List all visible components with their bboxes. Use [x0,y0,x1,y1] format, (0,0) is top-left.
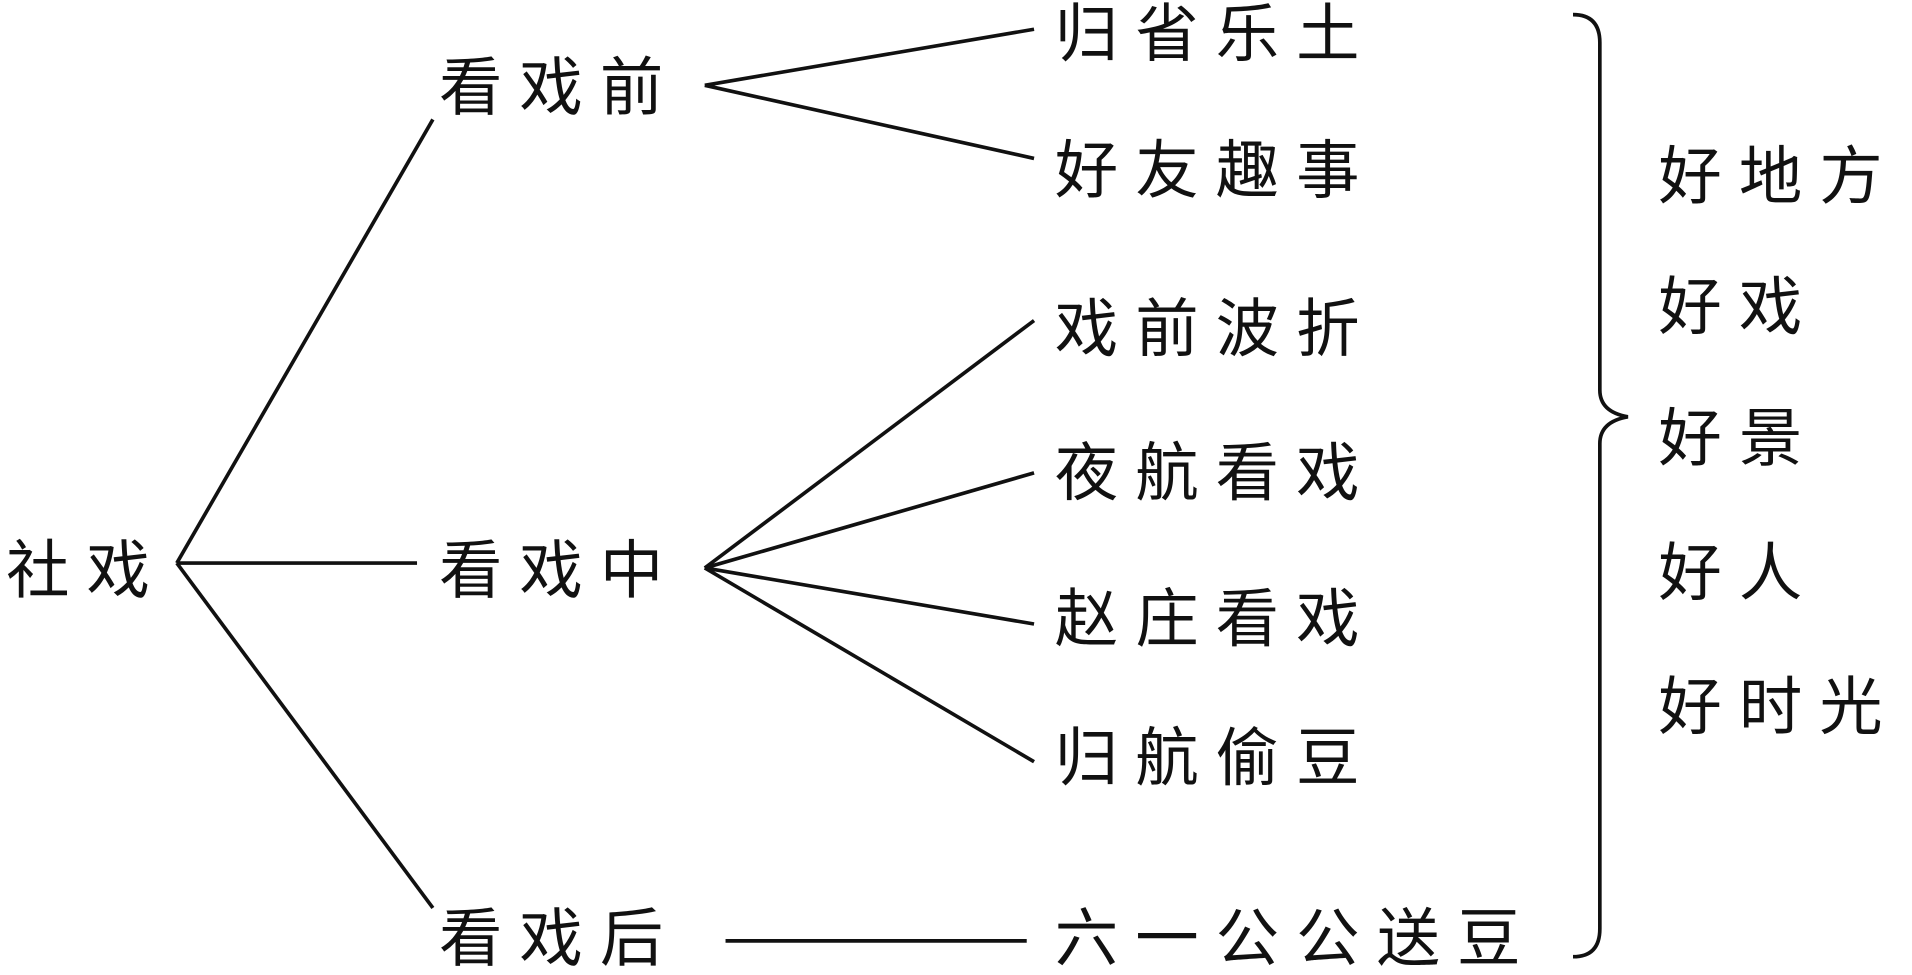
leaf-node: 归航偷豆 [1055,721,1377,795]
leaf-node: 归省乐土 [1055,0,1377,71]
branch-node-before: 看戏前 [439,51,680,125]
connector-line [704,566,1035,626]
connector-line [704,471,1035,570]
connector-line [703,566,1035,764]
connector-line [175,561,435,910]
root-node: 社戏 [6,533,167,607]
summary-item: 好戏 [1658,270,1819,344]
summary-item: 好人 [1658,536,1819,610]
connector-line [703,319,1036,570]
summary-item: 好景 [1658,402,1819,476]
summary-item: 好时光 [1658,670,1899,744]
leaf-node: 赵庄看戏 [1055,582,1377,656]
leaf-node: 夜航看戏 [1055,436,1377,510]
summary-item: 好地方 [1658,140,1899,214]
leaf-node: 戏前波折 [1055,292,1377,366]
branch-node-after: 看戏后 [439,901,680,975]
leaf-node: 好友趣事 [1055,134,1377,208]
connector-line [704,27,1035,88]
curly-brace [1572,12,1629,959]
connector-line [704,83,1035,161]
connector-line [175,118,435,564]
branch-node-during: 看戏中 [439,533,680,607]
leaf-node: 六一公公送豆 [1055,901,1538,975]
